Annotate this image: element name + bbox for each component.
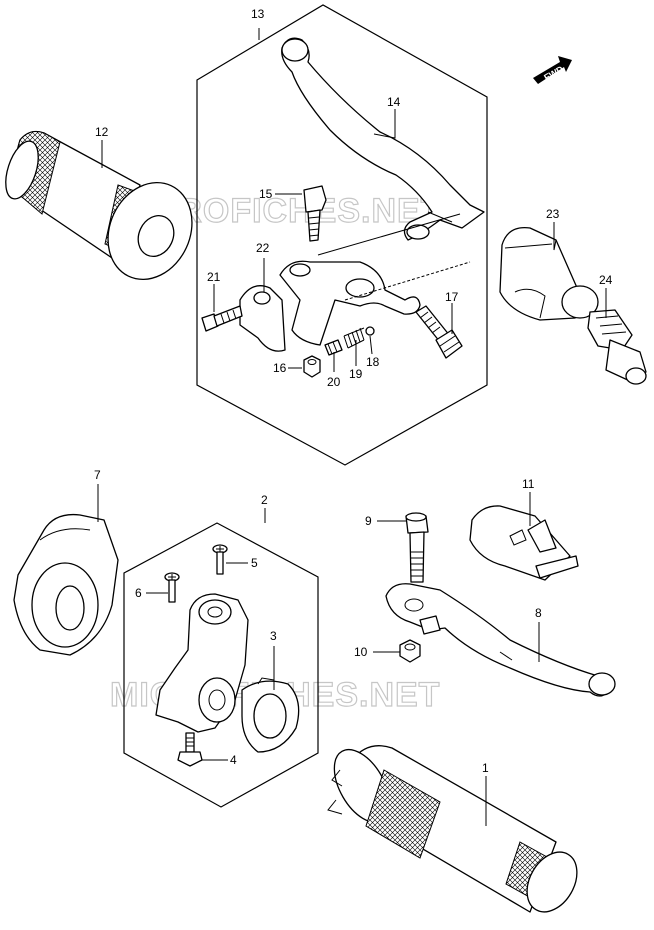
switch-ring-part: [241, 677, 300, 753]
callout-23: 23: [546, 207, 560, 221]
callout-22: 22: [256, 241, 270, 255]
switch-assembly-box: [123, 522, 319, 808]
callout-5: 5: [251, 556, 258, 570]
spring-part: [343, 327, 365, 349]
callout-1: 1: [482, 761, 489, 775]
callout-4: 4: [230, 753, 237, 767]
cable-adjuster-part: [415, 305, 463, 359]
nut-part: [303, 355, 321, 378]
callout-15: 15: [259, 187, 273, 201]
screw-6-part: [164, 572, 180, 603]
left-grip-part: [5, 130, 193, 281]
switch-body-part: [155, 593, 249, 733]
callout-16: 16: [273, 361, 287, 375]
callout-24: 24: [599, 273, 613, 287]
callout-11: 11: [522, 477, 535, 491]
callout-17: 17: [445, 290, 459, 304]
callout-9: 9: [365, 514, 372, 528]
brake-lever-part: [385, 583, 616, 697]
clamp-part: [239, 285, 286, 352]
adjuster-screw-part: [324, 339, 343, 356]
screw-5-part: [212, 544, 228, 575]
callout-12: 12: [95, 125, 109, 139]
clutch-lever-assembly-box: [196, 4, 488, 466]
throttle-grip-part: [327, 745, 578, 913]
callout-19: 19: [349, 367, 363, 381]
lever-holder-part: [279, 213, 471, 346]
callout-18: 18: [366, 355, 380, 369]
switch-cover-part: [13, 513, 119, 656]
clamp-bolt-part: [201, 305, 243, 332]
lever-boot-11-part: [469, 505, 579, 581]
cable-adjuster-locknut-part: [561, 285, 647, 385]
callout-13: 13: [251, 7, 265, 21]
fwd-arrow-icon: FWD: [533, 56, 572, 84]
callout-14: 14: [387, 95, 401, 109]
pivot-bolt-part: [303, 185, 327, 242]
callout-7: 7: [94, 468, 101, 482]
callout-3: 3: [270, 629, 277, 643]
callout-21: 21: [207, 270, 221, 284]
clutch-lever-part: [281, 37, 485, 241]
callout-10: 10: [354, 645, 368, 659]
callout-2: 2: [261, 493, 268, 507]
callout-8: 8: [535, 606, 542, 620]
callouts: 13 14 12 15 22 21 17 16 20 19 18 23 24 7…: [94, 7, 613, 775]
ball-part: [365, 326, 375, 336]
leader-lines: [97, 28, 607, 826]
nut-10-part: [399, 639, 421, 663]
bolt-4-part: [177, 732, 203, 767]
lever-bolt-9-part: [405, 512, 429, 583]
callout-6: 6: [135, 586, 142, 600]
callout-20: 20: [327, 375, 341, 389]
